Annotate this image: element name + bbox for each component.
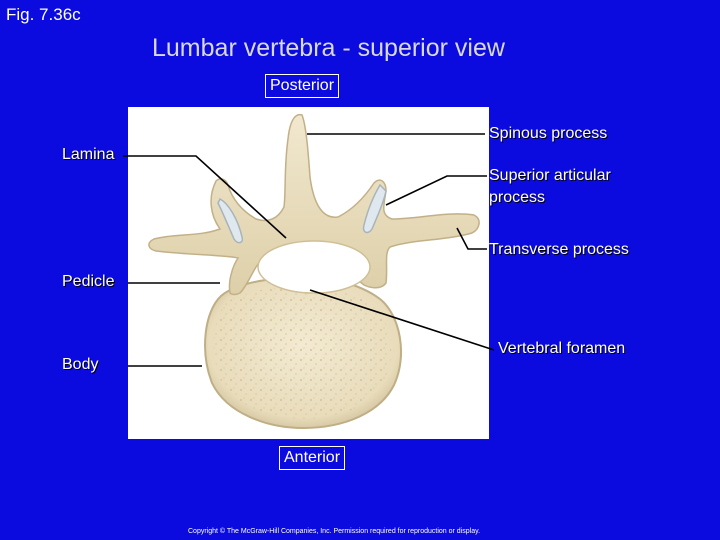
neural-arch bbox=[148, 113, 480, 296]
vertebra-image-panel bbox=[128, 107, 489, 439]
label-spinous-process: Spinous process bbox=[489, 125, 608, 142]
copyright-notice: Copyright © The McGraw-Hill Companies, I… bbox=[188, 528, 481, 535]
label-superior-articular-line2: process bbox=[489, 189, 546, 206]
label-vertebral-foramen: Vertebral foramen bbox=[498, 340, 626, 357]
label-transverse-process: Transverse process bbox=[489, 241, 629, 258]
slide-title: Lumbar vertebra - superior view bbox=[152, 34, 505, 62]
label-lamina: Lamina bbox=[62, 146, 115, 163]
label-pedicle: Pedicle bbox=[62, 273, 115, 290]
lumbar-vertebra-illustration bbox=[148, 113, 480, 430]
figure-label: Fig. 7.36c bbox=[6, 5, 81, 24]
anterior-label: Anterior bbox=[279, 446, 346, 470]
vertebral-body bbox=[204, 275, 402, 430]
posterior-label: Posterior bbox=[265, 74, 340, 98]
label-body: Body bbox=[62, 356, 99, 373]
vertebral-foramen-opening bbox=[257, 240, 371, 294]
label-superior-articular-line1: Superior articular bbox=[489, 167, 611, 184]
